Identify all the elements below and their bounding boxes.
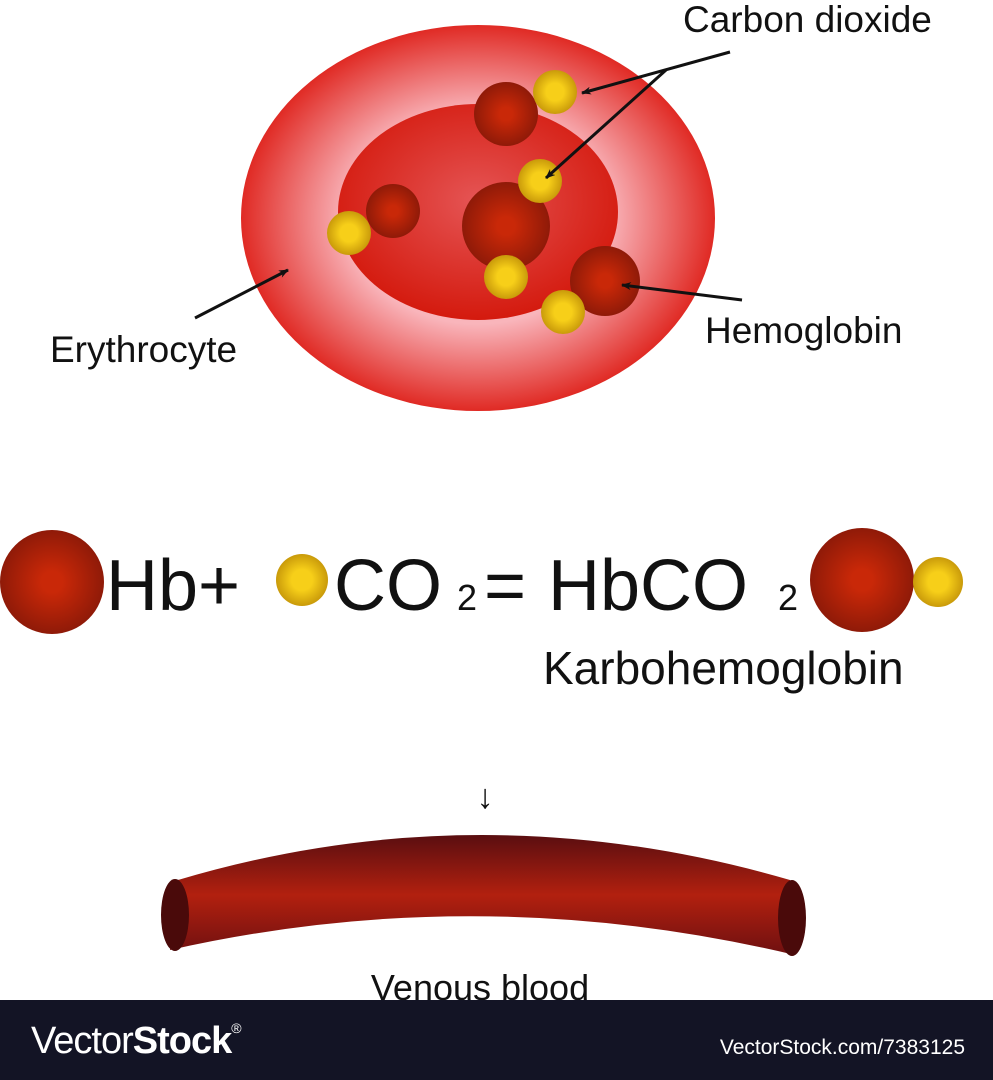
label-erythrocyte: Erythrocyte	[50, 329, 237, 370]
label-venous-blood: Venous blood	[371, 967, 589, 1000]
eq-sub-2: 2	[457, 577, 477, 618]
hemoglobin-molecule	[810, 528, 914, 632]
co2-molecule	[327, 211, 371, 255]
logo-registered: ®	[231, 1020, 241, 1036]
image-url: VectorStock.com/7383125	[719, 1036, 965, 1059]
erythrocyte	[241, 25, 715, 411]
hemoglobin-molecule	[462, 182, 550, 270]
vein-opening-right	[778, 880, 806, 956]
vein-body	[170, 835, 795, 955]
label-karbohemoglobin: Karbohemoglobin	[543, 642, 904, 694]
co2-molecule	[913, 557, 963, 607]
logo-text-bold: Stock	[132, 1020, 232, 1062]
arrow-icon	[194, 268, 289, 320]
label-carbon-dioxide: Carbon dioxide	[683, 0, 932, 40]
hemoglobin-molecule	[0, 530, 104, 634]
equation: Hb+ CO 2 = HbCO 2	[0, 528, 963, 634]
co2-molecule	[518, 159, 562, 203]
co2-molecule	[484, 255, 528, 299]
pointer-arrows	[194, 50, 743, 320]
eq-co: CO	[334, 546, 442, 626]
vein-opening-left	[161, 879, 189, 951]
co2-molecule	[533, 70, 577, 114]
vein	[161, 835, 806, 956]
hemoglobin-molecule	[366, 184, 420, 238]
vectorstock-logo: VectorStock®	[31, 1020, 242, 1063]
arrow-icon	[544, 68, 668, 180]
hemoglobin-molecule	[474, 82, 538, 146]
diagram: Carbon dioxide Erythrocyte Hemoglobin Hb…	[0, 0, 963, 1000]
eq-hbco: HbCO	[548, 546, 748, 626]
arrow-icon	[581, 50, 731, 95]
co2-molecule	[541, 290, 585, 334]
logo-text-light: Vector	[31, 1020, 134, 1062]
eq-equals: =	[484, 546, 526, 626]
arrow-down-icon: ↓	[477, 778, 494, 816]
eq-hb-plus: Hb+	[106, 546, 240, 626]
arrow-icon	[621, 282, 743, 302]
co2-molecule	[276, 554, 328, 606]
hemoglobin-molecule	[570, 246, 640, 316]
footer-bar: VectorStock® VectorStock.com/7383125	[0, 1000, 993, 1080]
label-hemoglobin: Hemoglobin	[705, 310, 902, 351]
eq-sub-2b: 2	[778, 577, 798, 618]
